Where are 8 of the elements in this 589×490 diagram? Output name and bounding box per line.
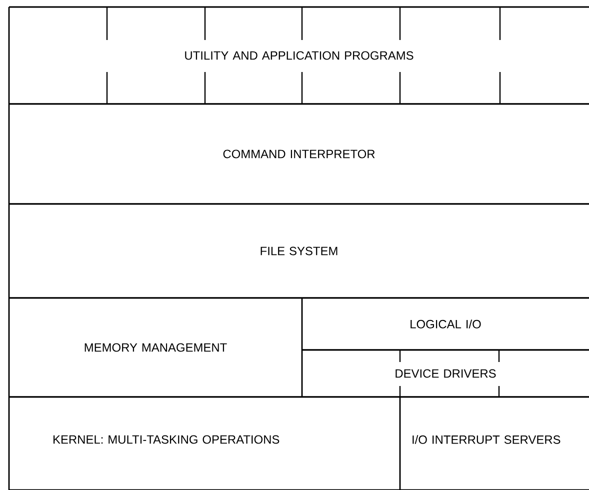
layer-box: FILE SYSTEM [8,203,589,299]
layer-box: LOGICAL I/O [301,297,589,351]
layer-box: I/O INTERRUPT SERVERS [399,396,589,490]
layer-box: DEVICE DRIVERS [301,349,589,398]
layer-box: MEMORY MANAGEMENT [8,297,303,398]
layer-box: UTILITY AND APPLICATION PROGRAMS [8,6,589,105]
layer-box: COMMAND INTERPRETOR [8,103,589,205]
layer-box: KERNEL: MULTI-TASKING OPERATIONS [8,396,401,490]
